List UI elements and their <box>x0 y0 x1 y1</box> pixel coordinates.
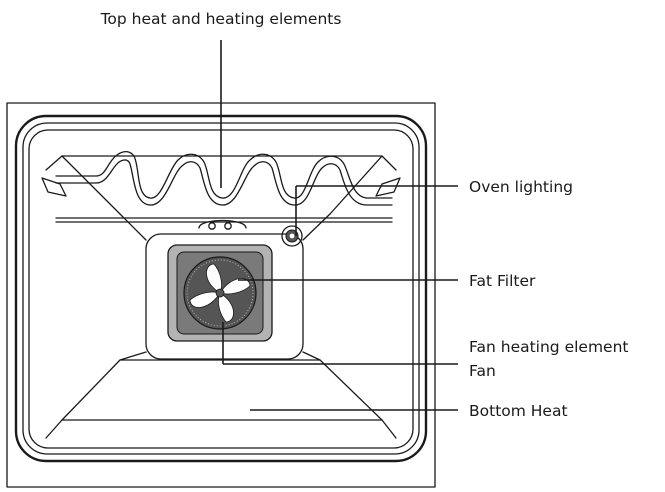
top-heating-element <box>55 150 393 230</box>
label-bottom-heat: Bottom Heat <box>469 402 568 420</box>
label-fan: Fan <box>469 362 496 380</box>
label-oven-lighting: Oven lighting <box>469 178 573 196</box>
label-fat-filter: Fat Filter <box>469 272 536 290</box>
shelf-support-markers <box>41 177 401 197</box>
label-top-heat: Top heat and heating elements <box>100 10 342 28</box>
label-fan-heating-element: Fan heating element <box>469 338 629 356</box>
fan-blades-icon <box>189 263 251 323</box>
leader-lines <box>220 40 458 411</box>
back-panel <box>145 233 304 360</box>
oven-lamp <box>281 225 303 247</box>
